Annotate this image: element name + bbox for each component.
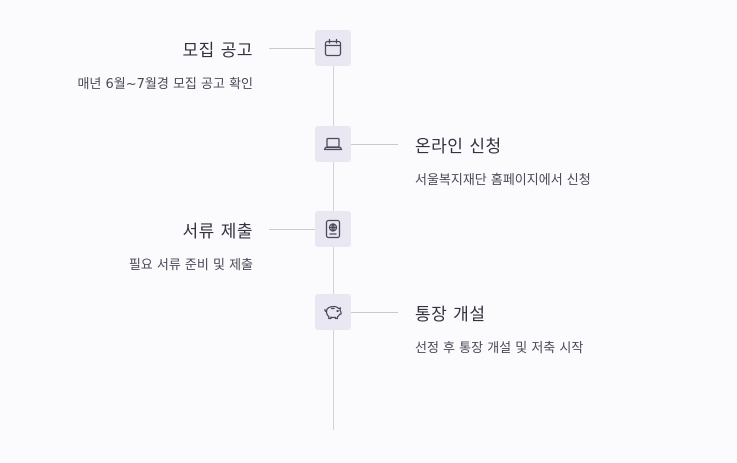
step-title: 모집 공고: [182, 41, 253, 61]
step-connector: [269, 229, 315, 230]
step-title: 서류 제출: [182, 222, 253, 242]
step-connector: [351, 312, 398, 313]
step-title: 온라인 신청: [415, 137, 502, 157]
step-document-submission: 서류 제출 필요 서류 준비 및 제출: [0, 211, 737, 291]
laptop-icon: [315, 126, 351, 162]
step-recruitment-notice: 모집 공고 매년 6월~7월경 모집 공고 확인: [0, 30, 737, 110]
step-account-opening: 통장 개설 선정 후 통장 개설 및 저축 시작: [0, 294, 737, 374]
passport-icon: [315, 211, 351, 247]
step-description: 서울복지재단 홈페이지에서 신청: [415, 173, 591, 188]
step-title: 통장 개설: [415, 305, 486, 325]
step-online-application: 온라인 신청 서울복지재단 홈페이지에서 신청: [0, 126, 737, 206]
step-connector: [351, 144, 398, 145]
calendar-icon: [315, 30, 351, 66]
step-description: 필요 서류 준비 및 제출: [128, 258, 253, 273]
step-connector: [269, 48, 315, 49]
piggy-bank-icon: [315, 294, 351, 330]
step-description: 매년 6월~7월경 모집 공고 확인: [77, 77, 253, 92]
step-description: 선정 후 통장 개설 및 저축 시작: [415, 341, 584, 356]
